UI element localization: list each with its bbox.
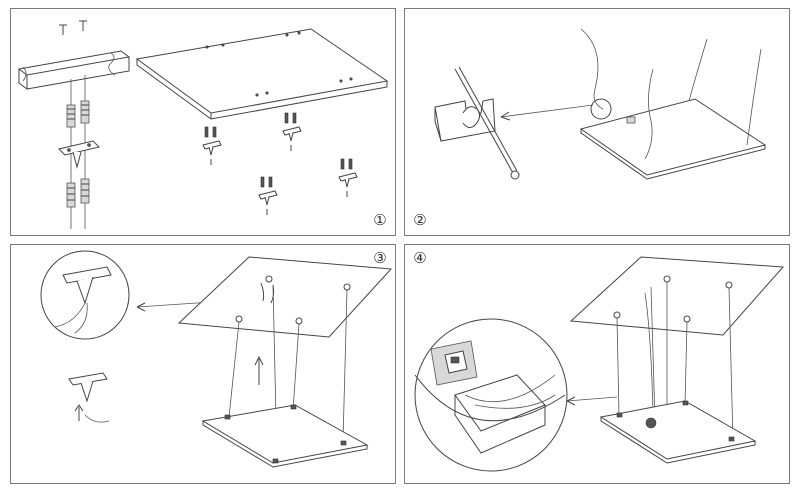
step-4-panel: ④ — [404, 244, 790, 484]
hanging-wires — [580, 28, 762, 160]
step-number: ④ — [413, 249, 427, 267]
step-4-illustration — [414, 256, 785, 472]
wall-anchors-lower — [66, 178, 90, 208]
ceiling-panel — [569, 256, 785, 336]
step-number: ③ — [373, 249, 387, 267]
connector-magnifier — [414, 318, 568, 472]
step-2-panel: ② — [404, 8, 790, 236]
up-arrow — [254, 355, 264, 385]
ceiling-panel — [135, 28, 389, 120]
led-panel — [201, 404, 369, 468]
ceiling-screws — [59, 20, 87, 35]
led-panel — [599, 400, 757, 464]
hanger-bracket — [58, 140, 100, 169]
step-3-illustration — [40, 250, 393, 468]
step-1-panel: ① — [10, 8, 396, 236]
step-3-panel: ③ — [10, 244, 396, 484]
wall-anchors-upper — [66, 100, 90, 128]
ceiling-beam — [17, 50, 131, 90]
callout-arrow — [500, 104, 594, 118]
hook-detail — [68, 372, 110, 423]
callout-circle — [590, 98, 612, 120]
step-2-illustration — [434, 28, 767, 180]
bracket-screw-sets — [202, 112, 358, 215]
bracket-closeup — [434, 66, 520, 180]
callout-line — [566, 396, 618, 402]
detail-magnifier — [40, 250, 130, 340]
ceiling-panel — [177, 256, 393, 338]
step-number: ② — [413, 211, 427, 229]
led-panel — [579, 98, 767, 180]
step-1-illustration — [17, 20, 389, 229]
step-number: ① — [373, 211, 387, 229]
